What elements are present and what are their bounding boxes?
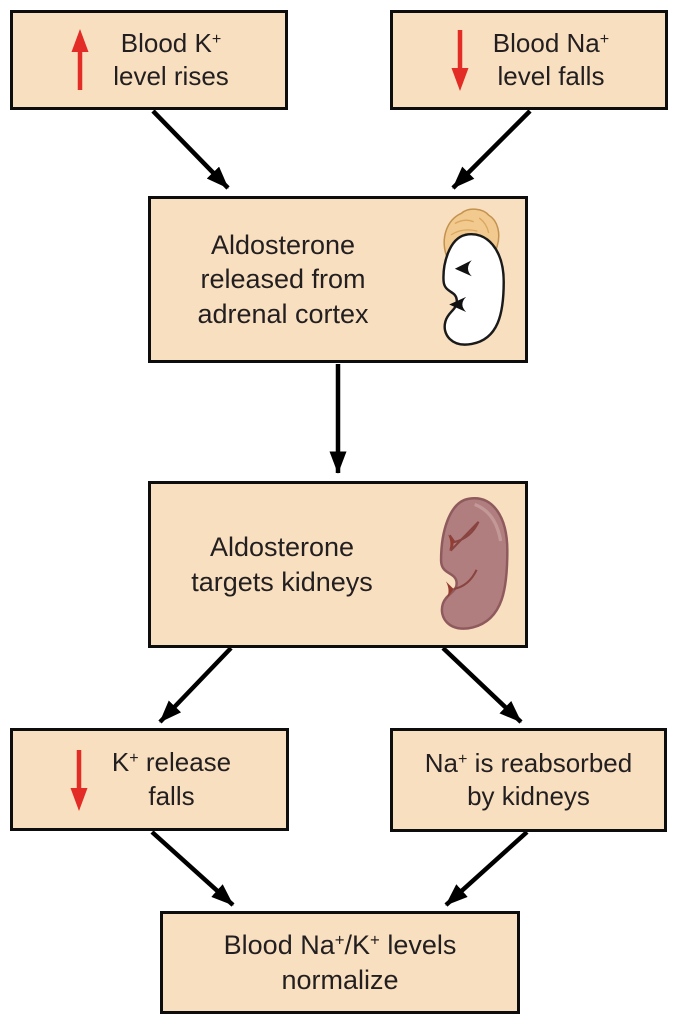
- node-label: Aldosterone released from adrenal cortex: [151, 228, 415, 332]
- node-na-reabsorbed: Na+ is reabsorbed by kidneys: [390, 728, 667, 832]
- label-text: Blood Na: [492, 27, 600, 58]
- label-text: adrenal cortex: [197, 298, 369, 329]
- label-text: Na: [424, 747, 459, 778]
- node-content: Aldosterone released from adrenal cortex: [151, 204, 525, 356]
- label-text: /K: [344, 929, 371, 960]
- node-blood-na-falls: Blood Na+ level falls: [390, 10, 668, 110]
- arrow-krelease-to-normalize: [150, 830, 235, 907]
- increase-red-arrow-icon: [71, 29, 89, 90]
- decrease-red-arrow-icon: [70, 749, 88, 811]
- node-k-release-falls: K+ release falls: [10, 728, 289, 831]
- label-text: by kidneys: [467, 781, 590, 811]
- kidney-icon: [439, 496, 509, 630]
- label-text: Blood Na: [223, 929, 335, 960]
- label-text: falls: [148, 780, 195, 811]
- label-text: is reabsorbed: [467, 747, 633, 778]
- node-aldosterone-targets-kidneys: Aldosterone targets kidneys: [148, 481, 528, 648]
- superscript: +: [458, 749, 468, 768]
- label-text: level falls: [497, 61, 605, 91]
- node-content: Aldosterone targets kidneys: [151, 493, 525, 637]
- arrow-bloodk-to-aldosterone: [151, 109, 230, 190]
- arrow-nareabsorbed-to-normalize: [444, 830, 529, 907]
- arrow-bloodna-to-aldosterone: [451, 109, 532, 190]
- label-text: levels: [379, 929, 457, 960]
- superscript: +: [129, 749, 139, 768]
- label-text: Aldosterone: [210, 229, 356, 260]
- node-label: K+ release falls: [112, 746, 231, 813]
- node-content: Blood K+ level rises: [13, 27, 285, 94]
- superscript: +: [211, 29, 222, 48]
- node-label: Aldosterone targets kidneys: [151, 530, 413, 599]
- label-text: released from: [200, 264, 366, 295]
- node-aldosterone-released: Aldosterone released from adrenal cortex: [148, 196, 528, 363]
- arrow-kidneys-to-nareabsorbed: [441, 646, 523, 724]
- label-text: K: [111, 747, 130, 778]
- superscript: +: [334, 930, 345, 950]
- label-text: targets kidneys: [191, 566, 373, 597]
- node-content: K+ release falls: [13, 746, 286, 813]
- superscript: +: [599, 29, 610, 48]
- decrease-red-arrow-icon: [451, 30, 469, 91]
- arrow-kidneys-to-krelease: [158, 646, 233, 724]
- label-text: release: [138, 747, 232, 778]
- label-text: normalize: [281, 964, 399, 995]
- node-label: Blood K+ level rises: [113, 27, 229, 94]
- node-blood-k-rises: Blood K+ level rises: [10, 10, 288, 110]
- node-label: Blood Na+ level falls: [493, 27, 609, 94]
- label-text: Aldosterone: [209, 531, 355, 562]
- superscript: +: [370, 930, 380, 950]
- label-text: level rises: [113, 61, 229, 91]
- node-content: Blood Na+ level falls: [393, 27, 665, 94]
- node-label: Na+ is reabsorbed by kidneys: [425, 747, 632, 814]
- label-text: Blood K: [120, 27, 212, 58]
- node-label: Blood Na+/K+ levels normalize: [224, 928, 457, 997]
- node-levels-normalize: Blood Na+/K+ levels normalize: [160, 911, 520, 1014]
- adrenal-gland-icon: [442, 207, 505, 346]
